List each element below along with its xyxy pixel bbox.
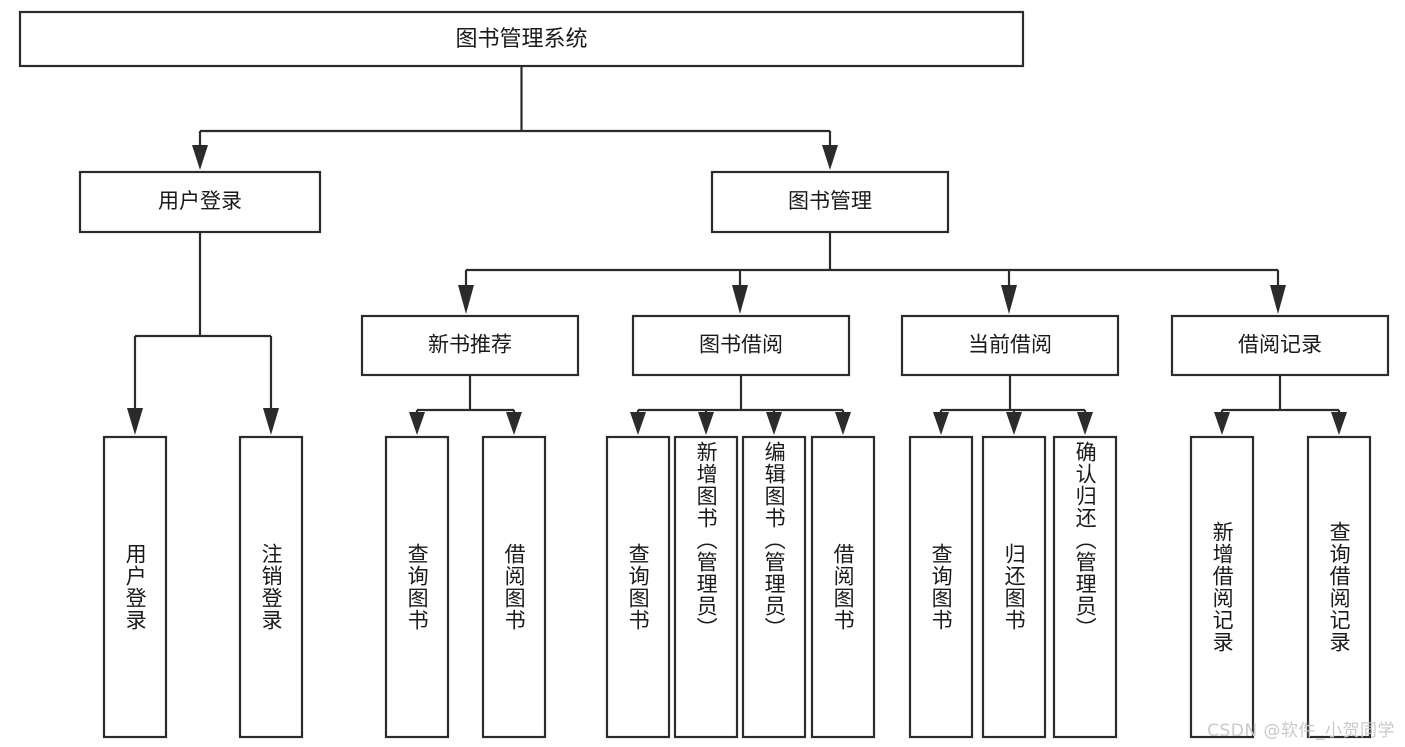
arrow-borrow-leaf-2 xyxy=(698,412,714,435)
arrow-borrow-leaf-1 xyxy=(630,412,646,435)
node-new-book-recommend-label: 新书推荐 xyxy=(428,333,512,357)
leaf-box-query-book-recommend[interactable] xyxy=(384,435,450,739)
node-root[interactable]: 图书管理系统 xyxy=(18,10,1025,68)
node-user-login-label: 用户登录 xyxy=(158,189,242,213)
arrow-root-to-bookmgmt xyxy=(822,145,838,170)
csdn-watermark: CSDN @软件_小贺同学 xyxy=(1207,721,1395,741)
node-book-borrow-label: 图书借阅 xyxy=(699,333,783,357)
leaf-box-borrow-book-recommend[interactable] xyxy=(481,435,547,739)
leaf-box-add-book-admin[interactable] xyxy=(673,435,739,739)
node-new-book-recommend[interactable]: 新书推荐 xyxy=(360,314,580,377)
node-borrow-record-label: 借阅记录 xyxy=(1238,333,1322,357)
node-user-login[interactable]: 用户登录 xyxy=(78,170,322,234)
node-borrow-record-box[interactable] xyxy=(1170,314,1390,377)
leaf-box-query-borrow-record[interactable] xyxy=(1306,435,1372,739)
node-book-borrow[interactable]: 图书借阅 xyxy=(631,314,851,377)
leaf-box-return-book[interactable] xyxy=(981,435,1047,739)
arrow-current-leaf-3 xyxy=(1077,412,1093,435)
node-book-management-box[interactable] xyxy=(710,170,950,234)
node-book-management-label: 图书管理 xyxy=(788,189,872,213)
node-new-book-recommend-box[interactable] xyxy=(360,314,580,377)
arrow-bookmgmt-to-record xyxy=(1270,285,1286,314)
arrow-bookmgmt-to-newbook xyxy=(458,285,474,314)
arrow-borrow-leaf-3 xyxy=(766,412,782,435)
arrow-newbook-leaf-1 xyxy=(409,412,425,435)
node-current-borrow[interactable]: 当前借阅 xyxy=(900,314,1120,377)
node-root-label: 图书管理系统 xyxy=(455,27,587,52)
leaf-box-logout[interactable] xyxy=(238,435,304,739)
node-book-management[interactable]: 图书管理 xyxy=(710,170,950,234)
node-root-box[interactable] xyxy=(18,10,1025,68)
connector-group-newbook xyxy=(409,375,522,435)
arrow-borrow-leaf-4 xyxy=(835,412,851,435)
leaf-box-add-borrow-record[interactable] xyxy=(1189,435,1255,739)
node-current-borrow-label: 当前借阅 xyxy=(968,333,1052,357)
connector-group-current xyxy=(933,375,1093,435)
connector-group-record xyxy=(1214,375,1347,435)
connector-group-root xyxy=(192,66,838,170)
arrow-login-leaf-2 xyxy=(263,408,279,435)
connector-group-bookmgmt xyxy=(458,232,1286,314)
node-user-login-box[interactable] xyxy=(78,170,322,234)
arrow-current-leaf-2 xyxy=(1006,412,1022,435)
connector-group-borrow xyxy=(630,375,851,435)
arrow-newbook-leaf-2 xyxy=(506,412,522,435)
connector-group-login xyxy=(127,232,279,435)
arrow-record-leaf-2 xyxy=(1331,412,1347,435)
node-current-borrow-box[interactable] xyxy=(900,314,1120,377)
arrow-current-leaf-1 xyxy=(933,412,949,435)
leaf-box-confirm-return-admin[interactable] xyxy=(1052,435,1118,739)
arrow-bookmgmt-to-current xyxy=(1001,285,1017,314)
leaf-box-user-login[interactable] xyxy=(102,435,168,739)
node-borrow-record[interactable]: 借阅记录 xyxy=(1170,314,1390,377)
node-book-borrow-box[interactable] xyxy=(631,314,851,377)
arrow-record-leaf-1 xyxy=(1214,412,1230,435)
leaf-box-query-book-borrow[interactable] xyxy=(605,435,671,739)
leaf-box-borrow-book[interactable] xyxy=(810,435,876,739)
leaf-box-query-book-current[interactable] xyxy=(908,435,974,739)
arrow-root-to-login xyxy=(192,145,208,170)
leaf-box-edit-book-admin[interactable] xyxy=(741,435,807,739)
arrow-login-leaf-1 xyxy=(127,408,143,435)
arrow-bookmgmt-to-borrow xyxy=(732,285,748,314)
